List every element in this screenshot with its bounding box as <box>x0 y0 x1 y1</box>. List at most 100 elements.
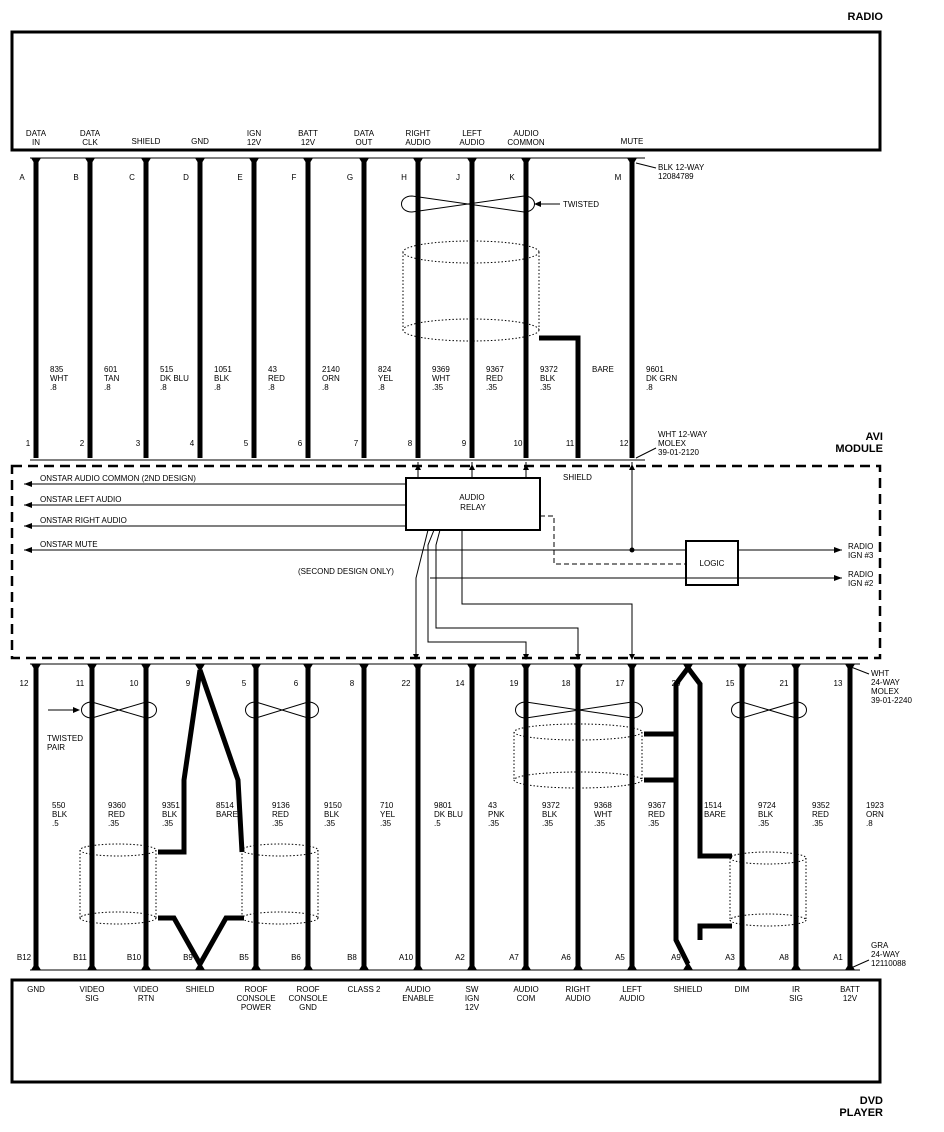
bottom-wire-terminal-top-14 <box>791 664 801 672</box>
dvd-pin-9: A7 <box>509 953 519 962</box>
avi-bottom-pin-6: 8 <box>350 679 355 688</box>
bottom-wire-terminal-bottom-11 <box>627 962 637 970</box>
right-arrowheads <box>834 547 842 581</box>
bottom-wire-terminal-bottom-6 <box>359 962 369 970</box>
leader-dvd <box>850 959 870 969</box>
top-wire-terminal-11 <box>627 158 637 166</box>
bottom-wire-terminal-bottom-2 <box>141 962 151 970</box>
dvd-pin-5: B6 <box>291 953 301 962</box>
top-wire-terminal-2 <box>141 158 151 166</box>
bottom-wire-terminal-top-5 <box>303 664 313 672</box>
top-wire-terminal-7 <box>413 158 423 166</box>
top-wire-terminal-0 <box>31 158 41 166</box>
avi-bottom-pin-2: 10 <box>130 679 139 688</box>
bottom-wire-terminal-top-1 <box>87 664 97 672</box>
radio-pin-8: J <box>456 173 460 182</box>
bottom-wire-terminal-bottom-7 <box>413 962 423 970</box>
dvd-func-label-12: SHIELD <box>674 985 703 994</box>
avi-bottom-pin-0: 12 <box>20 679 29 688</box>
bottom-wire-terminal-bottom-0 <box>31 962 41 970</box>
avi-top-pin-9: 10 <box>514 439 523 448</box>
bottom-wire-terminal-top-6 <box>359 664 369 672</box>
leader-radio <box>635 162 657 169</box>
dvd-pin-11: A5 <box>615 953 625 962</box>
audio-relay-box <box>405 477 541 531</box>
bottom-wire-terminal-top-10 <box>573 664 583 672</box>
onstar-mute-label: ONSTAR MUTE <box>40 540 98 549</box>
avi-bottom-pin-14: 21 <box>780 679 789 688</box>
second-design-label: (SECOND DESIGN ONLY) <box>298 567 394 576</box>
dvd-pin-4: B5 <box>239 953 249 962</box>
bottom-wire-terminal-top-2 <box>141 664 151 672</box>
dvd-pin-7: A10 <box>399 953 414 962</box>
avi-top-pin-5: 6 <box>298 439 303 448</box>
top-wire-terminal-1 <box>85 158 95 166</box>
avi-top-pin-1: 2 <box>80 439 85 448</box>
leader-avi-bottom <box>850 666 870 675</box>
avi-bottom-pin-5: 6 <box>294 679 299 688</box>
radio-pin-7: H <box>401 173 407 182</box>
bottom-wire-terminal-top-9 <box>521 664 531 672</box>
onstar-outputs <box>24 481 686 553</box>
top-func-label-2: SHIELD <box>132 137 161 146</box>
bottom-wire-terminal-top-3 <box>195 664 205 672</box>
dvd-player-box <box>10 978 882 1084</box>
avi-label-line2: MODULE <box>835 443 883 455</box>
top-wire-terminal-5 <box>303 158 313 166</box>
bottom-wire-terminal-top-7 <box>413 664 423 672</box>
bottom-wire-terminal-top-4 <box>251 664 261 672</box>
shield-internal-label: SHIELD <box>563 473 592 482</box>
avi-bottom-pin-7: 22 <box>402 679 411 688</box>
avi-module-box <box>10 464 882 660</box>
bottom-harness-decoration <box>48 666 807 970</box>
radio-box <box>10 30 882 152</box>
onstar-right-audio-label: ONSTAR RIGHT AUDIO <box>40 516 127 525</box>
radio-pin-3: D <box>183 173 189 182</box>
top-twist-symbol <box>401 195 535 213</box>
dvd-label-line1: DVD <box>860 1095 883 1107</box>
dvd-func-label-0: GND <box>27 985 45 994</box>
onstar-left-audio-label: ONSTAR LEFT AUDIO <box>40 495 122 504</box>
radio-pin-11: M <box>615 173 622 182</box>
bottom-wire-terminal-top-11 <box>627 664 637 672</box>
radio-ign3-label: RADIO IGN #3 <box>848 542 876 560</box>
avi-top-pin-11: 12 <box>620 439 629 448</box>
top-drain-wire <box>539 335 581 458</box>
avi-top-pin-10: 11 <box>566 439 575 448</box>
radio-pin-0: A <box>19 173 25 182</box>
bottom-wire-terminal-bottom-5 <box>303 962 313 970</box>
avi-bottom-pin-13: 15 <box>726 679 735 688</box>
bottom-wire-terminal-bottom-8 <box>467 962 477 970</box>
dvd-pin-15: A1 <box>833 953 843 962</box>
radio-pin-4: E <box>237 173 242 182</box>
dvd-pin-8: A2 <box>455 953 465 962</box>
